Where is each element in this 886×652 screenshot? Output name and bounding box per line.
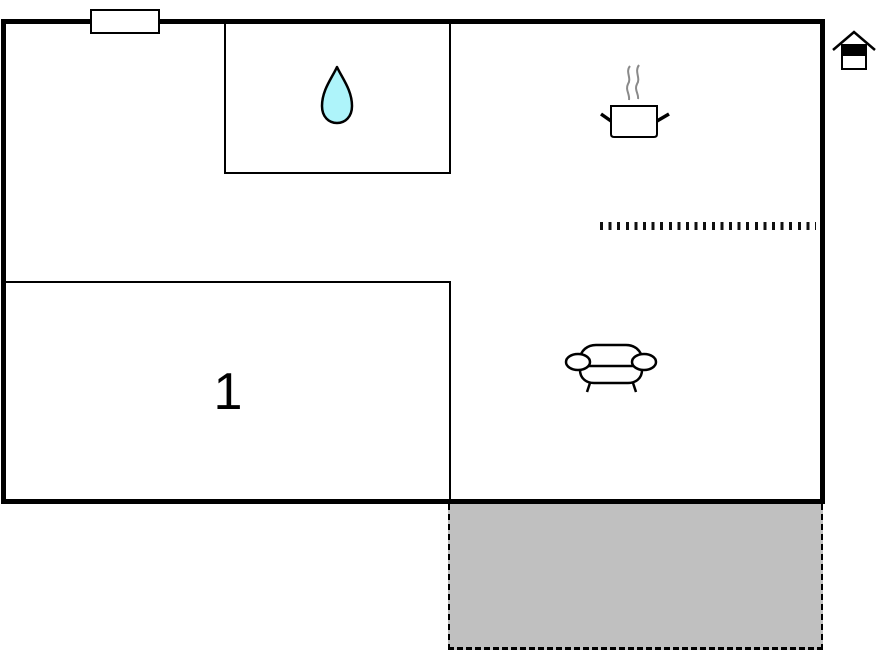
kitchen-living-partition <box>600 222 816 230</box>
bedroom-number-label: 1 <box>213 363 243 421</box>
sofa-icon <box>564 343 658 393</box>
outer-wall <box>1 19 825 504</box>
window <box>90 9 160 34</box>
cooking-pot-icon <box>599 64 670 138</box>
bedroom-room <box>4 281 451 501</box>
water-drop-icon <box>320 65 354 125</box>
terrace-area <box>448 504 823 650</box>
bathroom-room <box>224 21 451 174</box>
house-entrance-icon <box>832 30 876 70</box>
